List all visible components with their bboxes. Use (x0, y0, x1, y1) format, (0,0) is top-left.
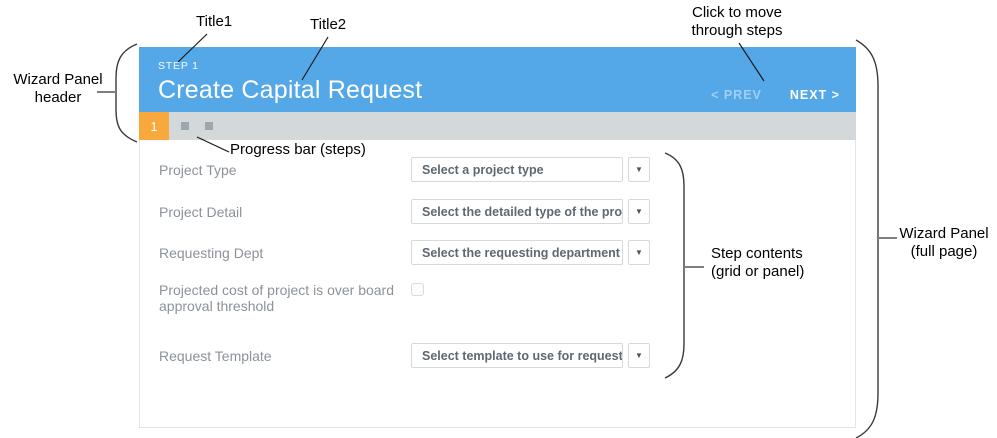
form-row-over-threshold: Projected cost of project is over board … (159, 282, 845, 314)
annotation-title2: Title2 (310, 16, 347, 33)
project-type-dropdown-button[interactable]: ▼ (628, 157, 650, 182)
prev-button[interactable]: < PREV (711, 88, 762, 102)
wizard-panel-header: STEP 1 Create Capital Request < PREV NEX… (139, 47, 856, 112)
wizard-panel-full-brace (855, 39, 879, 438)
annotation-title1: Title1 (196, 13, 233, 30)
form-row-request-template: Request Template Select template to use … (159, 343, 845, 368)
form-row-project-detail: Project Detail Select the detailed type … (159, 199, 845, 224)
annotation-wizard-panel-full: Wizard Panel (full page) (899, 225, 989, 260)
form-row-requesting-dept: Requesting Dept Select the requesting de… (159, 240, 845, 265)
form-row-project-type: Project Type Select a project type ▼ (159, 157, 845, 182)
project-type-select[interactable]: Select a project type (411, 157, 623, 182)
progress-step-1-active[interactable]: 1 (139, 112, 169, 140)
wizard-step-nav: < PREV NEXT > (711, 88, 840, 102)
requesting-dept-dropdown: Select the requesting department ▼ (411, 240, 650, 265)
over-threshold-label: Projected cost of project is over board … (159, 282, 395, 314)
request-template-select[interactable]: Select template to use for request (411, 343, 623, 368)
annotation-wizard-panel-header: Wizard Panel header (13, 71, 103, 106)
dropdown-caret-icon: ▼ (635, 164, 643, 174)
project-detail-dropdown-button[interactable]: ▼ (628, 199, 650, 224)
project-detail-label: Project Detail (159, 203, 243, 220)
step-contents-panel: Project Type Select a project type ▼ Pro… (139, 140, 856, 428)
wizard-panel: STEP 1 Create Capital Request < PREV NEX… (139, 47, 856, 428)
annotation-click-to-move: Click to move through steps (691, 4, 783, 39)
step-label: STEP 1 (158, 60, 199, 72)
wizard-header-brace (115, 43, 138, 143)
project-type-dropdown: Select a project type ▼ (411, 157, 650, 182)
progress-step-3-indicator[interactable] (205, 122, 213, 130)
dropdown-caret-icon: ▼ (635, 247, 643, 257)
over-threshold-checkbox[interactable] (411, 283, 424, 296)
wizard-title: Create Capital Request (158, 76, 423, 104)
request-template-dropdown: Select template to use for request ▼ (411, 343, 650, 368)
request-template-label: Request Template (159, 347, 272, 364)
progress-bar: 1 (139, 112, 856, 140)
requesting-dept-dropdown-button[interactable]: ▼ (628, 240, 650, 265)
dropdown-caret-icon: ▼ (635, 350, 643, 360)
project-type-label: Project Type (159, 161, 237, 178)
project-detail-dropdown: Select the detailed type of the project … (411, 199, 650, 224)
progress-step-2-indicator[interactable] (181, 122, 189, 130)
dropdown-caret-icon: ▼ (635, 206, 643, 216)
requesting-dept-select[interactable]: Select the requesting department (411, 240, 623, 265)
annotation-progress-bar: Progress bar (steps) (230, 141, 366, 158)
project-detail-select[interactable]: Select the detailed type of the project (411, 199, 623, 224)
requesting-dept-label: Requesting Dept (159, 244, 264, 261)
request-template-dropdown-button[interactable]: ▼ (628, 343, 650, 368)
annotation-step-contents: Step contents (grid or panel) (711, 245, 805, 280)
next-button[interactable]: NEXT > (789, 88, 840, 102)
